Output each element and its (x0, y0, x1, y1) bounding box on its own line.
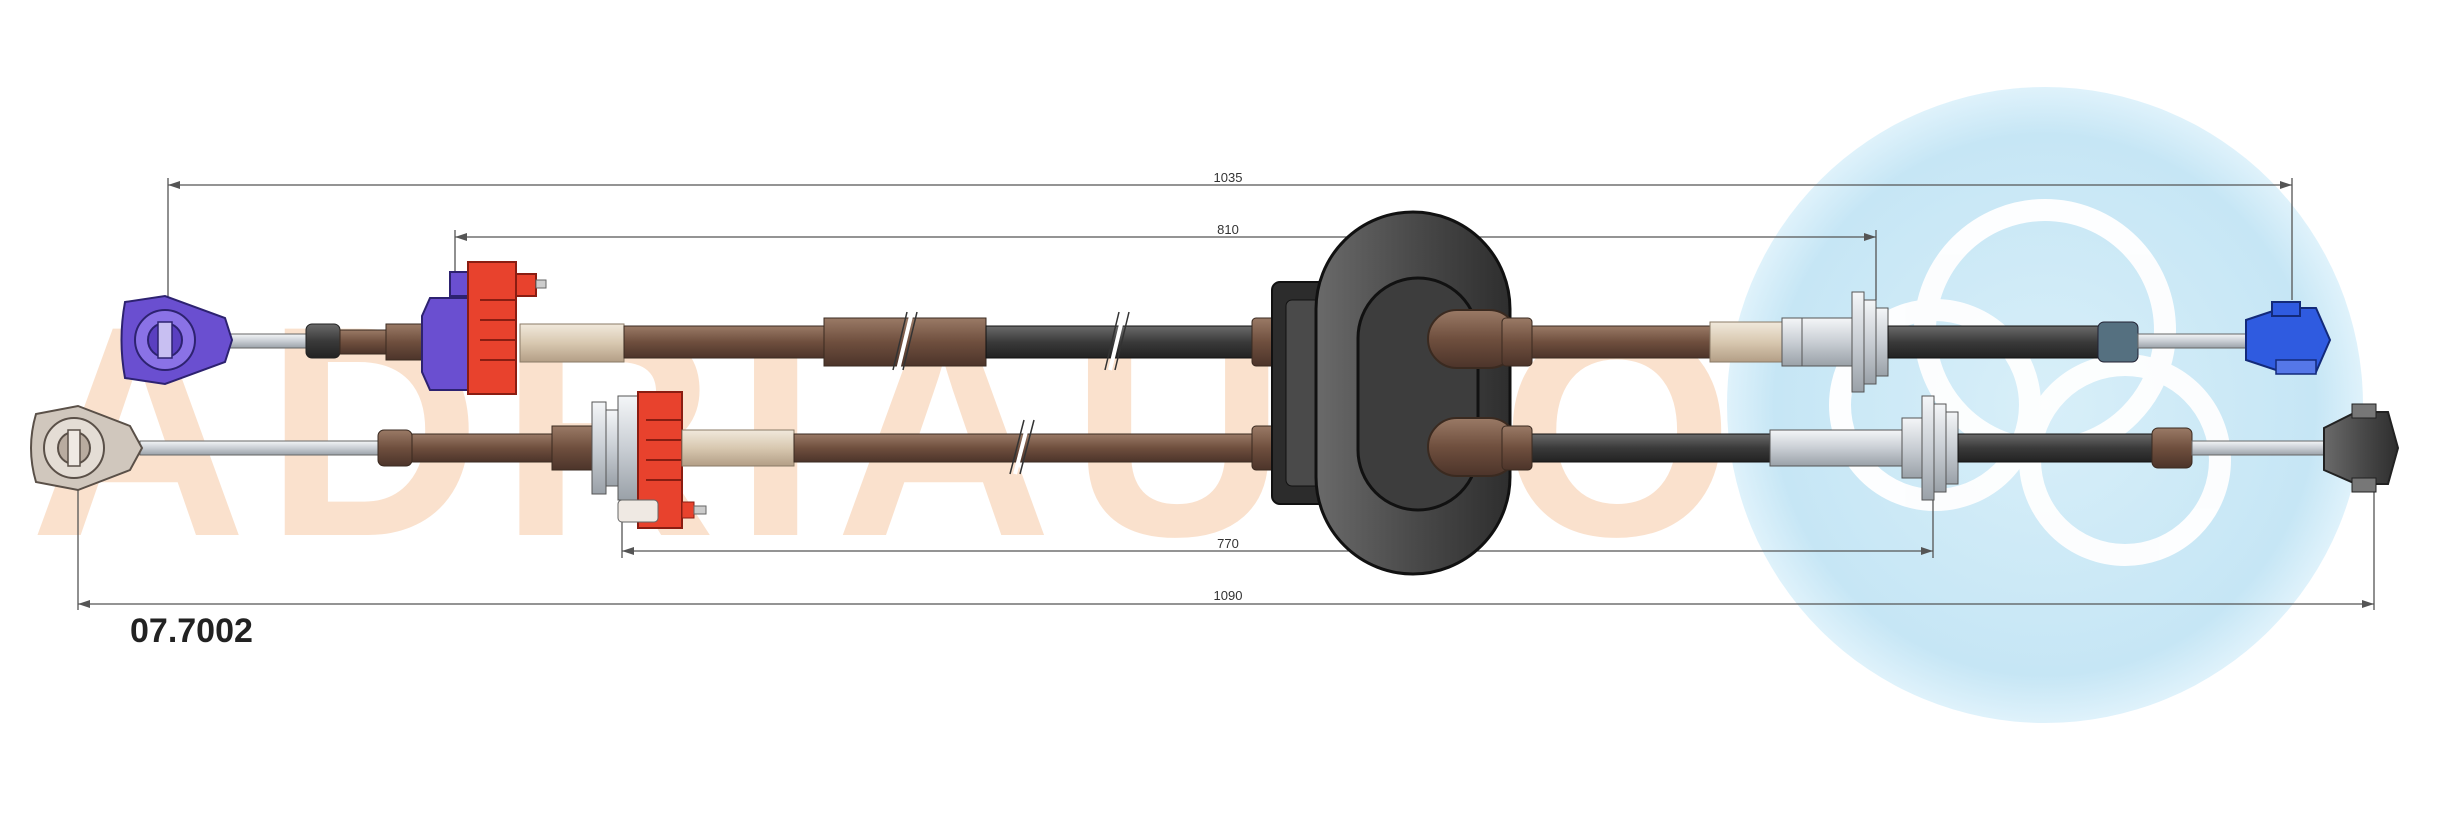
dimension-770-label: 770 (1217, 536, 1239, 551)
upper-red-blue-clip (421, 261, 547, 395)
lower-left-eye-end (30, 404, 144, 492)
lower-right-bracket (1901, 395, 1959, 501)
dimension-1035-label: 1035 (1214, 170, 1243, 185)
lower-right-grey-end (2323, 403, 2400, 493)
upper-left-eye-end (120, 294, 234, 386)
dimension-arrows (78, 181, 2374, 608)
upper-break-mark (896, 311, 1126, 371)
upper-cable (120, 261, 2332, 395)
lower-red-clip (591, 391, 707, 529)
center-grommet (1271, 210, 1533, 576)
upper-right-blue-end (2245, 301, 2332, 375)
upper-right-bracket (1781, 291, 1889, 393)
dimension-810-label: 810 (1217, 222, 1239, 237)
lower-break-mark (1009, 419, 1035, 475)
dimension-1090-label: 1090 (1214, 588, 1243, 603)
watermark-logo (1727, 87, 2363, 723)
dimension-lines (77, 178, 2375, 610)
part-number: 07.7002 (130, 612, 253, 650)
